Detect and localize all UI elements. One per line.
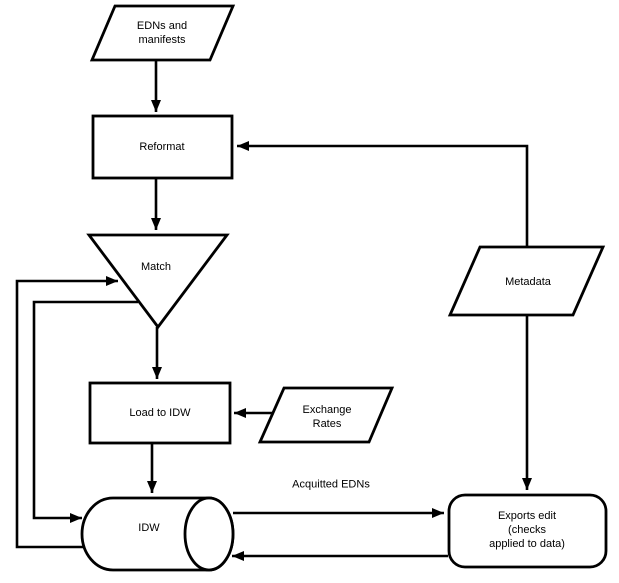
node-load-to-idw-shape: [88, 381, 232, 445]
edge-metadata-to-reformat: [237, 141, 529, 247]
node-match-shape: [86, 233, 230, 330]
node-idw-cylinder-end-cap: [183, 496, 235, 572]
node-edns-manifests-shape: [89, 4, 236, 62]
node-reformat-shape: [91, 114, 234, 180]
node-exchange-rates-shape: [257, 386, 395, 444]
edge-idw-to-match-loop: [15, 276, 118, 549]
node-exports-edit-shape: [447, 493, 608, 569]
edge-match-to-idw-loop: [32, 300, 138, 523]
node-metadata-shape: [447, 245, 606, 317]
